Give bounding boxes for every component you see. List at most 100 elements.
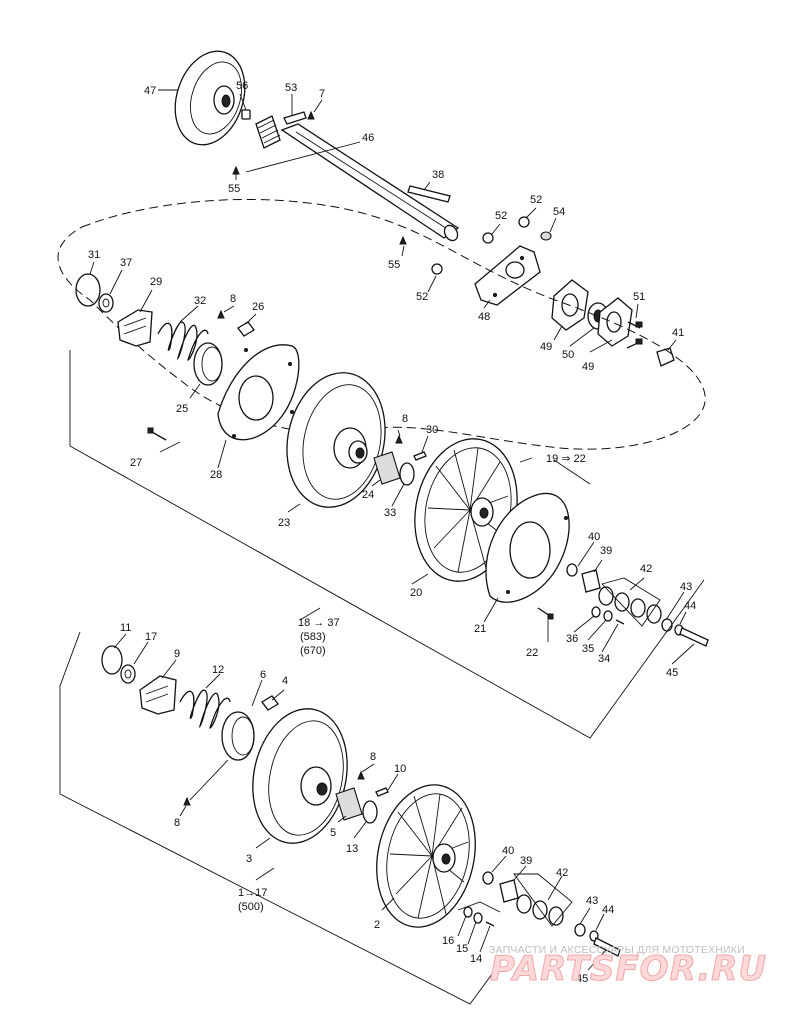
driven-pulley-assembly-583-670	[69, 273, 709, 739]
label-30: 30	[426, 424, 438, 436]
label-40: 40	[588, 531, 600, 543]
label-56: 56	[236, 80, 248, 92]
washer-36	[591, 606, 601, 618]
label-52: 52	[495, 210, 507, 222]
label-55: 55	[388, 259, 400, 271]
washer-17	[120, 664, 136, 684]
screw-14	[485, 921, 495, 927]
label-51: 51	[633, 291, 645, 303]
label-9: 9	[174, 648, 180, 660]
label-43: 43	[680, 581, 692, 593]
label-20: 20	[410, 587, 422, 599]
label-8: 8	[230, 293, 236, 305]
pin-30	[413, 451, 427, 461]
watermark-brand: PARTSFOR.RU	[490, 949, 767, 989]
label-4: 4	[282, 675, 288, 687]
label-28: 28	[210, 469, 222, 481]
pin-8-d	[357, 770, 365, 780]
label-52: 52	[416, 291, 428, 303]
label-670: (670)	[300, 645, 326, 657]
label-25: 25	[176, 403, 188, 415]
nut-52-c	[431, 263, 443, 275]
label-39: 39	[520, 855, 532, 867]
watermark-tagline: ЗАПЧАСТИ И АКСЕССУАРЫ ДЛЯ МОТОТЕХНИКИ	[489, 944, 745, 956]
label-35: 35	[582, 643, 594, 655]
label-33: 33	[384, 507, 396, 519]
cam-29	[117, 309, 153, 347]
label-8: 8	[402, 413, 408, 425]
label-52: 52	[530, 194, 542, 206]
nut-52-b	[518, 216, 530, 228]
dashed-outline-top	[57, 198, 706, 450]
label-53: 53	[285, 82, 297, 94]
label-48: 48	[478, 311, 490, 323]
label-50: 50	[562, 349, 574, 361]
sheave-3	[252, 708, 348, 844]
label-36: 36	[566, 633, 578, 645]
label-55: 55	[228, 183, 240, 195]
pin-8-a	[217, 309, 225, 319]
bearing-plate-48	[474, 245, 541, 306]
pin-10	[375, 787, 389, 797]
label-42: 42	[640, 563, 652, 575]
nut-52-a	[482, 232, 494, 244]
label-1-17: 1→17	[238, 887, 267, 899]
nut-35	[603, 610, 613, 622]
fixed-sheave-47	[174, 50, 246, 146]
pin-8-c	[183, 796, 191, 806]
label-23: 23	[278, 517, 290, 529]
label-45: 45	[666, 667, 678, 679]
label-15: 15	[456, 943, 468, 955]
label-32: 32	[194, 295, 206, 307]
screw-34	[615, 619, 625, 625]
label-16: 16	[442, 935, 454, 947]
washer-43-b	[574, 923, 586, 937]
label-54: 54	[553, 206, 565, 218]
label-49: 49	[540, 341, 552, 353]
washer-37	[98, 293, 114, 313]
key-53	[283, 111, 307, 125]
spring-32	[157, 321, 209, 361]
label-5: 5	[330, 827, 336, 839]
label-6: 6	[260, 669, 266, 681]
slider-26	[237, 321, 255, 337]
label-21: 21	[474, 623, 486, 635]
label-46: 46	[362, 132, 374, 144]
circlip-11	[101, 645, 123, 675]
ring-13	[362, 800, 378, 824]
pin-8-b	[395, 434, 403, 444]
slider-4	[261, 695, 279, 711]
bolt-45-a	[679, 627, 709, 647]
cover-21	[485, 492, 570, 603]
washers-42-a	[598, 586, 662, 624]
plate-28	[217, 344, 300, 441]
bushing-5	[335, 787, 363, 821]
label-14: 14	[470, 953, 482, 965]
label-18-37: 18 → 37	[298, 617, 340, 629]
label-583: (583)	[300, 631, 326, 643]
fan-sheave-2	[376, 784, 476, 928]
sheave-23	[286, 372, 386, 508]
label-27: 27	[130, 457, 142, 469]
label-41: 41	[672, 327, 684, 339]
label-45: 45	[576, 973, 588, 985]
shaft-46	[255, 115, 460, 242]
label-7: 7	[319, 88, 325, 100]
label-34: 34	[598, 653, 610, 665]
washer-54	[540, 231, 552, 241]
ring-33	[399, 462, 415, 486]
label-19-22: 19 ⇒ 22	[546, 453, 586, 465]
washer-16	[463, 906, 473, 918]
spring-12	[179, 689, 231, 729]
bolt-45-b	[593, 937, 621, 957]
label-31: 31	[88, 249, 100, 261]
label-11: 11	[120, 622, 131, 634]
bushing-24	[373, 451, 401, 485]
label-24: 24	[362, 489, 374, 501]
label-47: 47	[144, 85, 156, 97]
label-39: 39	[600, 545, 612, 557]
label-22: 22	[526, 647, 538, 659]
ring-6	[221, 711, 255, 761]
nut-56	[241, 109, 251, 120]
